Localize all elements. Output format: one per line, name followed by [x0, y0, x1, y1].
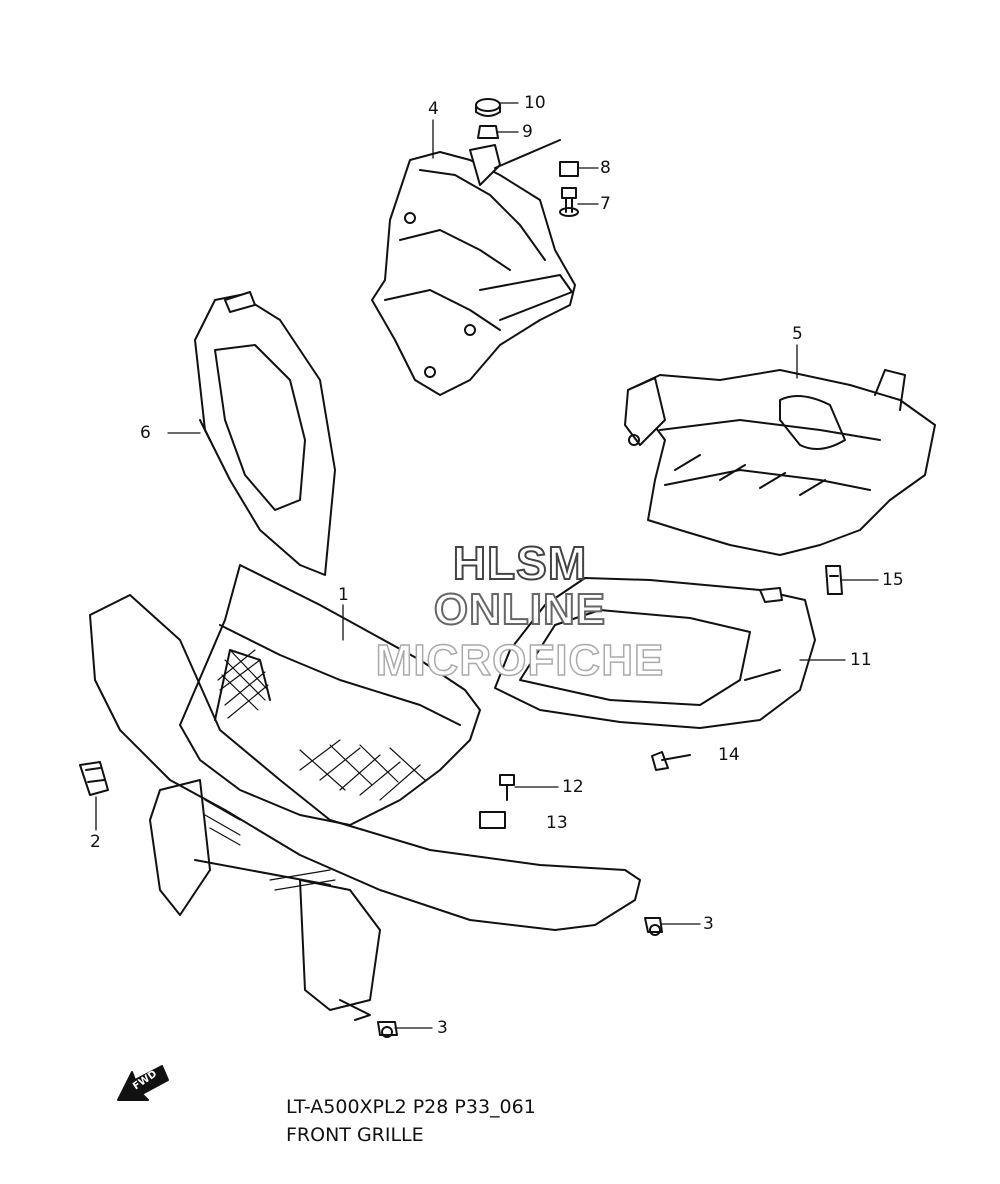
fasteners-6-9: [475, 98, 579, 217]
callout-10: 6: [140, 423, 151, 443]
callout-11: 11: [850, 650, 872, 670]
callout-4: 4: [428, 99, 439, 119]
part-1-grille: [89, 564, 641, 1021]
part-15-clip: [825, 565, 843, 595]
part-5-bracket: [624, 369, 936, 556]
watermark-line-3: MICROFICHE: [375, 635, 665, 686]
callout-1: 1: [338, 585, 349, 605]
callout-13: 13: [546, 813, 568, 833]
callout-9: 10: [524, 93, 546, 113]
diagram-title: FRONT GRILLE: [286, 1124, 424, 1146]
callout-3b: 3: [437, 1018, 448, 1038]
callout-5: 5: [792, 324, 803, 344]
watermark-line-1: HLSM: [452, 536, 588, 590]
fwd-arrow-icon: [117, 1065, 169, 1101]
watermark-line-2: ONLINE: [433, 584, 607, 635]
callout-14: 14: [718, 745, 740, 765]
callout-12: 12: [562, 777, 584, 797]
part-4-bracket: [371, 139, 576, 396]
callout-3a: 3: [703, 914, 714, 934]
part-11-cover: [494, 577, 816, 729]
callout-8: 9: [522, 122, 533, 142]
part-10-housing: [194, 291, 336, 576]
diagram-code: LT-A500XPL2 P28 P33_061: [286, 1096, 536, 1118]
callout-6: 7: [600, 194, 611, 214]
grille-mesh: [204, 649, 426, 891]
leader-lines: [95, 102, 879, 1029]
callout-15: 15: [882, 570, 904, 590]
callout-7: 8: [600, 158, 611, 178]
small-parts: [79, 751, 691, 1038]
callout-2: 2: [90, 832, 101, 852]
